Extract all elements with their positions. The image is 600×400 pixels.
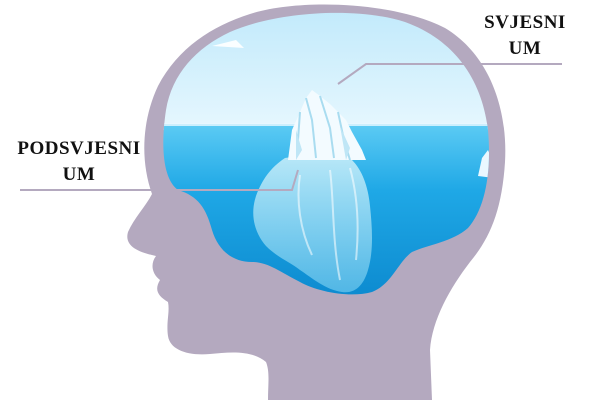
label-conscious-mind: SVJESNI UM [470,10,580,62]
cloud-icon [212,40,244,48]
label-subconscious-mind: PODSVJESNI UM [4,136,154,188]
leader-line-conscious [337,63,562,85]
distant-iceberg [478,150,490,178]
label-subconscious-line2: UM [62,164,96,185]
label-conscious-line2: UM [508,38,542,59]
label-subconscious-line1: PODSVJESNI [17,138,141,159]
label-conscious-line1: SVJESNI [484,12,566,33]
leader-line-subconscious [20,169,299,191]
